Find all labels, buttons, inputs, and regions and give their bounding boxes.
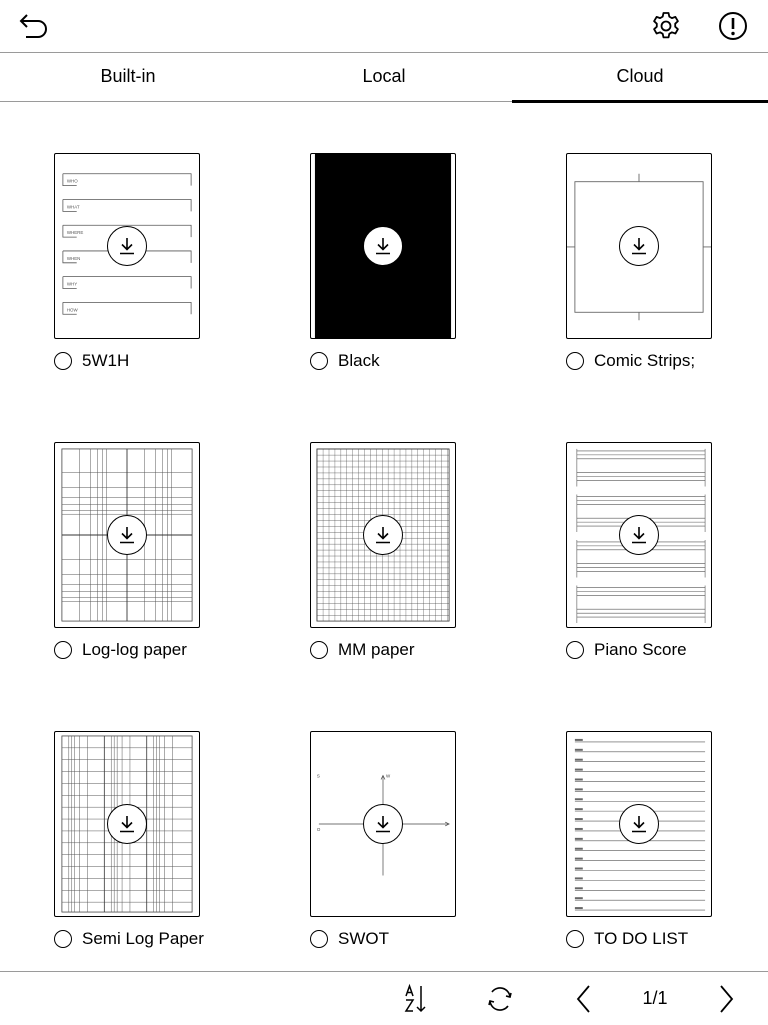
download-icon — [376, 816, 390, 833]
template-thumbnail[interactable] — [566, 153, 712, 339]
template-label-row: Log-log paper — [54, 640, 187, 660]
download-icon — [632, 238, 646, 255]
gear-icon — [653, 12, 679, 39]
template-name: Black — [338, 351, 380, 370]
download-button[interactable] — [107, 804, 147, 844]
template-label-row: MM paper — [310, 640, 415, 660]
swot-mark: W — [386, 773, 391, 778]
row-label: WHAT — [67, 204, 80, 209]
info-button[interactable] — [715, 8, 751, 44]
sort-az-icon — [404, 983, 426, 1013]
settings-button[interactable] — [648, 8, 684, 44]
row-label: WHO — [67, 179, 78, 184]
back-arrow-icon — [19, 14, 47, 38]
tab-bar: Built-in Local Cloud — [0, 52, 768, 103]
download-icon — [120, 527, 134, 544]
template-label-row: Semi Log Paper — [54, 929, 204, 949]
info-icon — [719, 12, 747, 40]
tab-built-in[interactable]: Built-in — [0, 52, 256, 101]
bottom-bar: 1/1 — [0, 971, 768, 1025]
row-label: WHY — [67, 282, 77, 287]
template-name: Semi Log Paper — [82, 929, 204, 948]
select-radio[interactable] — [566, 641, 584, 659]
download-icon — [632, 527, 646, 544]
template-name: 5W1H — [82, 351, 130, 370]
chevron-left-icon — [576, 985, 590, 1013]
next-page-button[interactable] — [706, 982, 746, 1016]
template-label-row: SWOT — [310, 929, 389, 949]
select-radio[interactable] — [310, 930, 328, 948]
template-thumbnail[interactable]: S W O — [310, 731, 456, 917]
tab-label: Cloud — [616, 66, 664, 86]
5w1h-pattern: WHO WHAT WHERE WHEN WHY HOW — [62, 173, 192, 315]
tab-local[interactable]: Local — [256, 52, 512, 101]
download-button[interactable] — [363, 515, 403, 555]
select-radio[interactable] — [54, 352, 72, 370]
template-name: Log-log paper — [82, 640, 187, 659]
chevron-right-icon — [720, 985, 734, 1013]
template-name: SWOT — [338, 929, 389, 948]
template-thumbnail[interactable] — [566, 442, 712, 628]
template-label-row: Piano Score — [566, 640, 687, 660]
sort-button[interactable] — [396, 982, 436, 1016]
template-label-row: 5W1H — [54, 351, 129, 371]
download-button[interactable] — [363, 226, 403, 266]
download-button[interactable] — [107, 515, 147, 555]
top-bar — [0, 0, 768, 53]
download-button[interactable] — [107, 226, 147, 266]
template-thumbnail[interactable] — [310, 153, 456, 339]
template-label-row: Comic Strips; — [566, 351, 695, 371]
refresh-button[interactable] — [480, 982, 520, 1016]
comic-pattern — [567, 173, 711, 321]
template-name: Comic Strips; — [594, 351, 696, 370]
download-icon — [632, 816, 646, 833]
select-radio[interactable] — [566, 930, 584, 948]
tab-label: Local — [362, 66, 406, 86]
download-icon — [376, 238, 390, 255]
select-radio[interactable] — [54, 930, 72, 948]
template-thumbnail[interactable]: WHO WHAT WHERE WHEN WHY HOW — [54, 153, 200, 339]
template-label-row: TO DO LIST — [566, 929, 688, 949]
select-radio[interactable] — [566, 352, 584, 370]
refresh-icon — [488, 987, 512, 1011]
select-radio[interactable] — [310, 352, 328, 370]
row-label: HOW — [67, 307, 79, 312]
download-button[interactable] — [619, 515, 659, 555]
template-thumbnail[interactable] — [54, 442, 200, 628]
tab-cloud[interactable]: Cloud — [512, 52, 768, 103]
download-button[interactable] — [363, 804, 403, 844]
row-label: WHEN — [67, 256, 81, 261]
download-icon — [376, 527, 390, 544]
prev-page-button[interactable] — [564, 982, 604, 1016]
download-icon — [120, 816, 134, 833]
select-radio[interactable] — [54, 641, 72, 659]
page-indicator: 1/1 — [642, 988, 668, 1008]
template-thumbnail[interactable] — [54, 731, 200, 917]
template-thumbnail[interactable] — [566, 731, 712, 917]
download-icon — [120, 238, 134, 255]
template-name: Piano Score — [594, 640, 687, 659]
download-button[interactable] — [619, 226, 659, 266]
swot-mark: S — [317, 773, 320, 778]
select-radio[interactable] — [310, 641, 328, 659]
template-label-row: Black — [310, 351, 380, 371]
row-label: WHERE — [67, 230, 84, 235]
swot-mark: O — [317, 827, 321, 832]
piano-pattern — [576, 448, 706, 624]
download-button[interactable] — [619, 804, 659, 844]
template-thumbnail[interactable] — [310, 442, 456, 628]
template-name: TO DO LIST — [594, 929, 689, 948]
back-button[interactable] — [14, 8, 54, 44]
tab-label: Built-in — [100, 66, 156, 86]
template-name: MM paper — [338, 640, 415, 659]
